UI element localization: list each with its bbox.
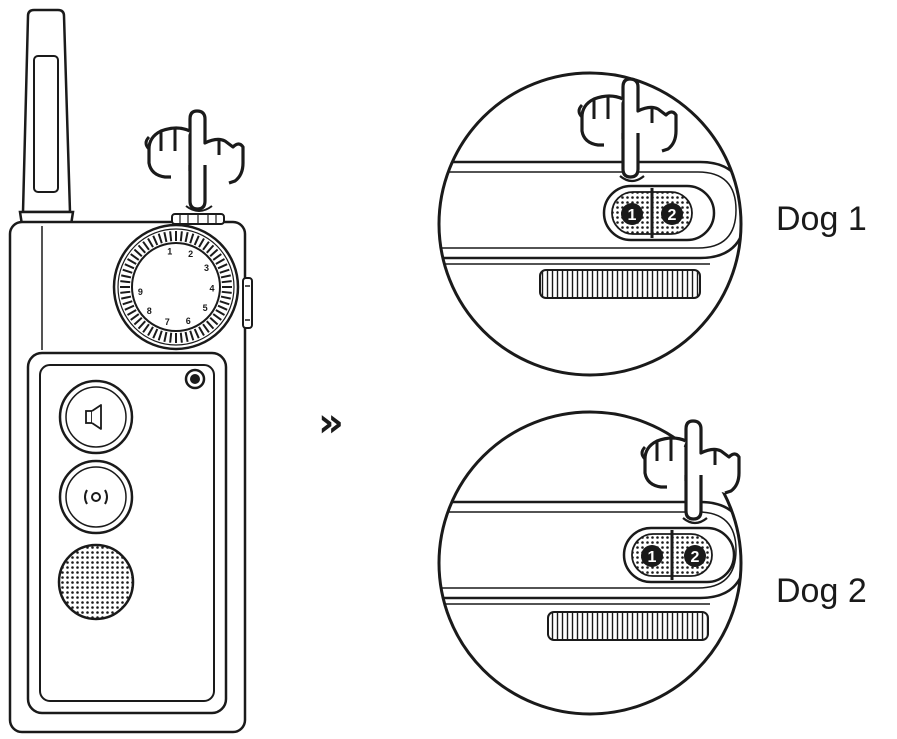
channel-1-label: 1 [628, 207, 637, 224]
dial-tick [217, 304, 228, 311]
dial-tick [193, 328, 200, 339]
dial-tick [221, 280, 232, 284]
top-channel-button[interactable] [171, 213, 225, 225]
dial-tick [219, 268, 230, 274]
dial-tick [147, 238, 154, 248]
dial-tick [202, 323, 210, 333]
channel-2-label: 2 [668, 207, 677, 224]
vibration-icon [84, 489, 108, 505]
dial-number: 1 [167, 247, 172, 257]
dial-tick [163, 331, 168, 342]
dial-number: 2 [188, 249, 193, 259]
dial-tick [215, 258, 225, 265]
dial-tick [169, 332, 173, 343]
dial-tick [147, 326, 154, 336]
dial-tick [121, 274, 132, 279]
dial-tick [122, 268, 133, 274]
pointing-hand-icon [144, 109, 245, 211]
dial-tick [142, 241, 150, 251]
dial-tick [142, 323, 150, 333]
dial-tick [179, 332, 183, 343]
dial-tick [163, 232, 168, 243]
dial-tick [206, 320, 215, 330]
dial-tick [198, 238, 205, 248]
dial-number: 8 [147, 306, 152, 316]
dial-tick [212, 313, 222, 321]
dial-tick [152, 235, 159, 246]
dial-number: 5 [203, 303, 208, 313]
dial-tick [127, 258, 137, 265]
label-dog-1: Dog 1 [776, 200, 867, 238]
dial-number: 4 [209, 283, 214, 293]
speaker-icon [85, 404, 102, 430]
sound-button[interactable] [58, 379, 134, 455]
antenna [18, 8, 75, 227]
dial-tick [127, 309, 137, 316]
dial-tick [206, 244, 215, 254]
dial-tick [221, 290, 232, 294]
arrow-indicator: » [318, 400, 344, 446]
dial-tick [202, 241, 210, 251]
indicator-led [184, 368, 206, 390]
dial-number: 3 [204, 263, 209, 273]
dial-number: 9 [138, 287, 143, 297]
dial-tick [120, 290, 131, 294]
dial-tick [137, 320, 146, 330]
remote-transmitter: 1 2 345 6 7 89 [8, 8, 253, 734]
dial-tick [130, 253, 140, 261]
label-dog-2: Dog 2 [776, 572, 867, 610]
dial-tick [217, 263, 228, 270]
dial-tick [120, 280, 131, 284]
dial-number: 7 [165, 317, 170, 327]
vibration-button[interactable] [58, 459, 134, 535]
dial-tick [189, 330, 195, 341]
dial-tick [152, 328, 159, 339]
dial-tick [184, 331, 189, 342]
dial-tick [122, 300, 133, 306]
dial-tick [219, 300, 230, 306]
dial-tick [193, 235, 200, 246]
dial-tick [189, 233, 195, 244]
dial-tick [137, 244, 146, 254]
dial-tick [220, 274, 231, 279]
dial-tick [209, 248, 219, 257]
intensity-dial[interactable]: 1 2 345 6 7 89 [112, 223, 240, 351]
channel-1-label: 1 [648, 549, 657, 566]
dial-tick [124, 263, 135, 270]
channel-button-top[interactable]: 1 2 [602, 184, 716, 242]
dial-tick [157, 330, 163, 341]
dial-tick [121, 295, 132, 300]
zoom-detail-dog2: 1 2 [437, 410, 743, 716]
dial-tick [220, 295, 231, 300]
side-button[interactable] [242, 277, 253, 329]
textured-round-button[interactable] [57, 543, 135, 621]
zoom-detail-dog1: 1 2 [437, 71, 743, 377]
dial-tick [209, 317, 219, 326]
channel-2-label: 2 [691, 549, 700, 566]
dial-tick [169, 231, 173, 242]
dial-tick [215, 309, 225, 316]
dial-tick [130, 313, 140, 321]
dial-tick [179, 231, 183, 242]
dial-tick [157, 233, 163, 244]
dial-tick [133, 317, 143, 326]
channel-button-bottom[interactable]: 1 2 [622, 526, 736, 584]
dial-tick [124, 304, 135, 311]
dial-tick [184, 232, 189, 243]
dial-tick [198, 326, 205, 336]
dial-tick [212, 253, 222, 261]
dial-tick [133, 248, 143, 257]
dial-number: 6 [186, 316, 191, 326]
